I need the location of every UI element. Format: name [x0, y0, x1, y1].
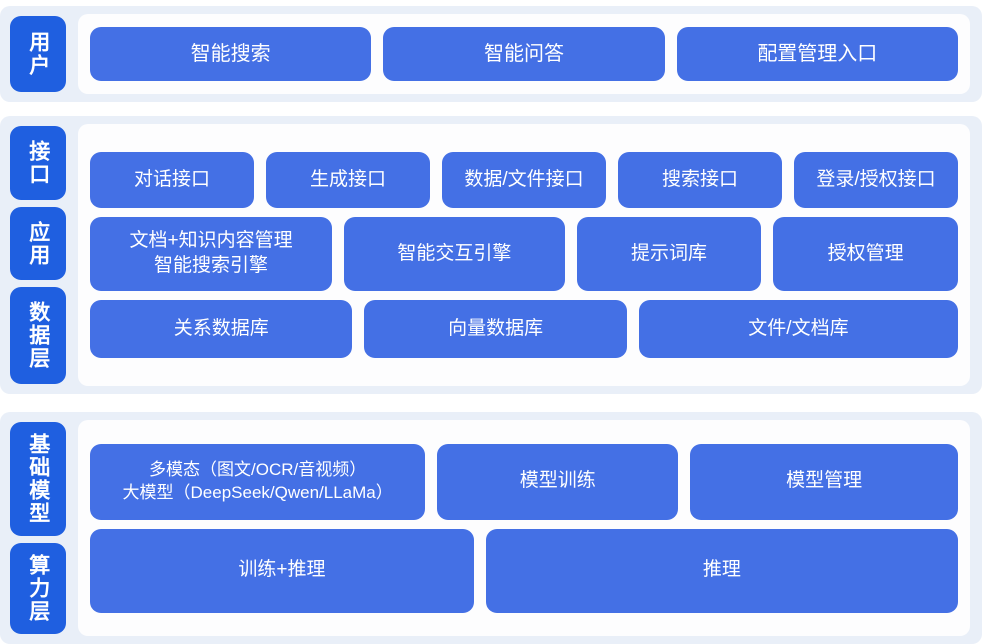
- layer-tab-interface[interactable]: 接口: [10, 126, 66, 200]
- node-generation-interface[interactable]: 生成接口: [266, 152, 430, 208]
- row-application: 文档+知识内容管理 智能搜索引擎 智能交互引擎 提示词库 授权管理: [90, 217, 958, 291]
- layer-tab-application[interactable]: 应用: [10, 206, 66, 281]
- node-data-file-interface[interactable]: 数据/文件接口: [442, 152, 606, 208]
- node-search-interface[interactable]: 搜索接口: [618, 152, 782, 208]
- node-inference[interactable]: 推理: [485, 528, 958, 613]
- node-multimodal-large-model[interactable]: 多模态（图文/OCR/音视频） 大模型（DeepSeek/Qwen/LLaMa）: [90, 443, 426, 520]
- node-login-auth-interface[interactable]: 登录/授权接口: [794, 152, 958, 208]
- node-authorization-management[interactable]: 授权管理: [773, 217, 958, 291]
- node-model-training[interactable]: 模型训练: [437, 443, 679, 520]
- node-smart-qa[interactable]: 智能问答: [383, 27, 665, 81]
- layer-tab-data[interactable]: 数据层: [10, 287, 66, 385]
- tab-column-user: 用户: [10, 14, 66, 94]
- node-model-management[interactable]: 模型管理: [690, 443, 958, 520]
- node-config-management-entry[interactable]: 配置管理入口: [676, 27, 958, 81]
- node-doc-knowledge-management[interactable]: 文档+知识内容管理 智能搜索引擎: [90, 217, 333, 291]
- node-relational-database[interactable]: 关系数据库: [90, 300, 353, 358]
- row-interface: 对话接口 生成接口 数据/文件接口 搜索接口 登录/授权接口: [90, 152, 958, 208]
- panel-platform-layer: 接口 应用 数据层 对话接口 生成接口 数据/文件接口 搜索接口 登录/授权接口…: [0, 116, 982, 394]
- node-smart-search[interactable]: 智能搜索: [90, 27, 372, 81]
- layer-tab-foundation-model[interactable]: 基础模型: [10, 422, 66, 536]
- node-training-and-inference[interactable]: 训练+推理: [90, 528, 474, 613]
- panel-infrastructure-layer: 基础模型 算力层 多模态（图文/OCR/音视频） 大模型（DeepSeek/Qw…: [0, 412, 982, 644]
- content-card-platform: 对话接口 生成接口 数据/文件接口 搜索接口 登录/授权接口 文档+知识内容管理…: [78, 124, 970, 386]
- content-card-user: 智能搜索 智能问答 配置管理入口: [78, 14, 970, 94]
- panel-user-layer: 用户 智能搜索 智能问答 配置管理入口: [0, 6, 982, 102]
- node-file-document-store[interactable]: 文件/文档库: [638, 300, 958, 358]
- node-vector-database[interactable]: 向量数据库: [364, 300, 627, 358]
- layer-tab-compute-power[interactable]: 算力层: [10, 543, 66, 634]
- row-compute-power: 训练+推理 推理: [90, 528, 958, 613]
- tab-column-infrastructure: 基础模型 算力层: [10, 420, 66, 636]
- node-prompt-library[interactable]: 提示词库: [576, 217, 762, 291]
- node-smart-interaction-engine[interactable]: 智能交互引擎: [344, 217, 565, 291]
- row-data-stores: 关系数据库 向量数据库 文件/文档库: [90, 300, 958, 358]
- node-dialog-interface[interactable]: 对话接口: [90, 152, 254, 208]
- row-user-entries: 智能搜索 智能问答 配置管理入口: [90, 27, 958, 81]
- row-foundation-model: 多模态（图文/OCR/音视频） 大模型（DeepSeek/Qwen/LLaMa）…: [90, 443, 958, 520]
- layer-tab-user[interactable]: 用户: [10, 16, 66, 92]
- tab-column-platform: 接口 应用 数据层: [10, 124, 66, 386]
- content-card-infrastructure: 多模态（图文/OCR/音视频） 大模型（DeepSeek/Qwen/LLaMa）…: [78, 420, 970, 636]
